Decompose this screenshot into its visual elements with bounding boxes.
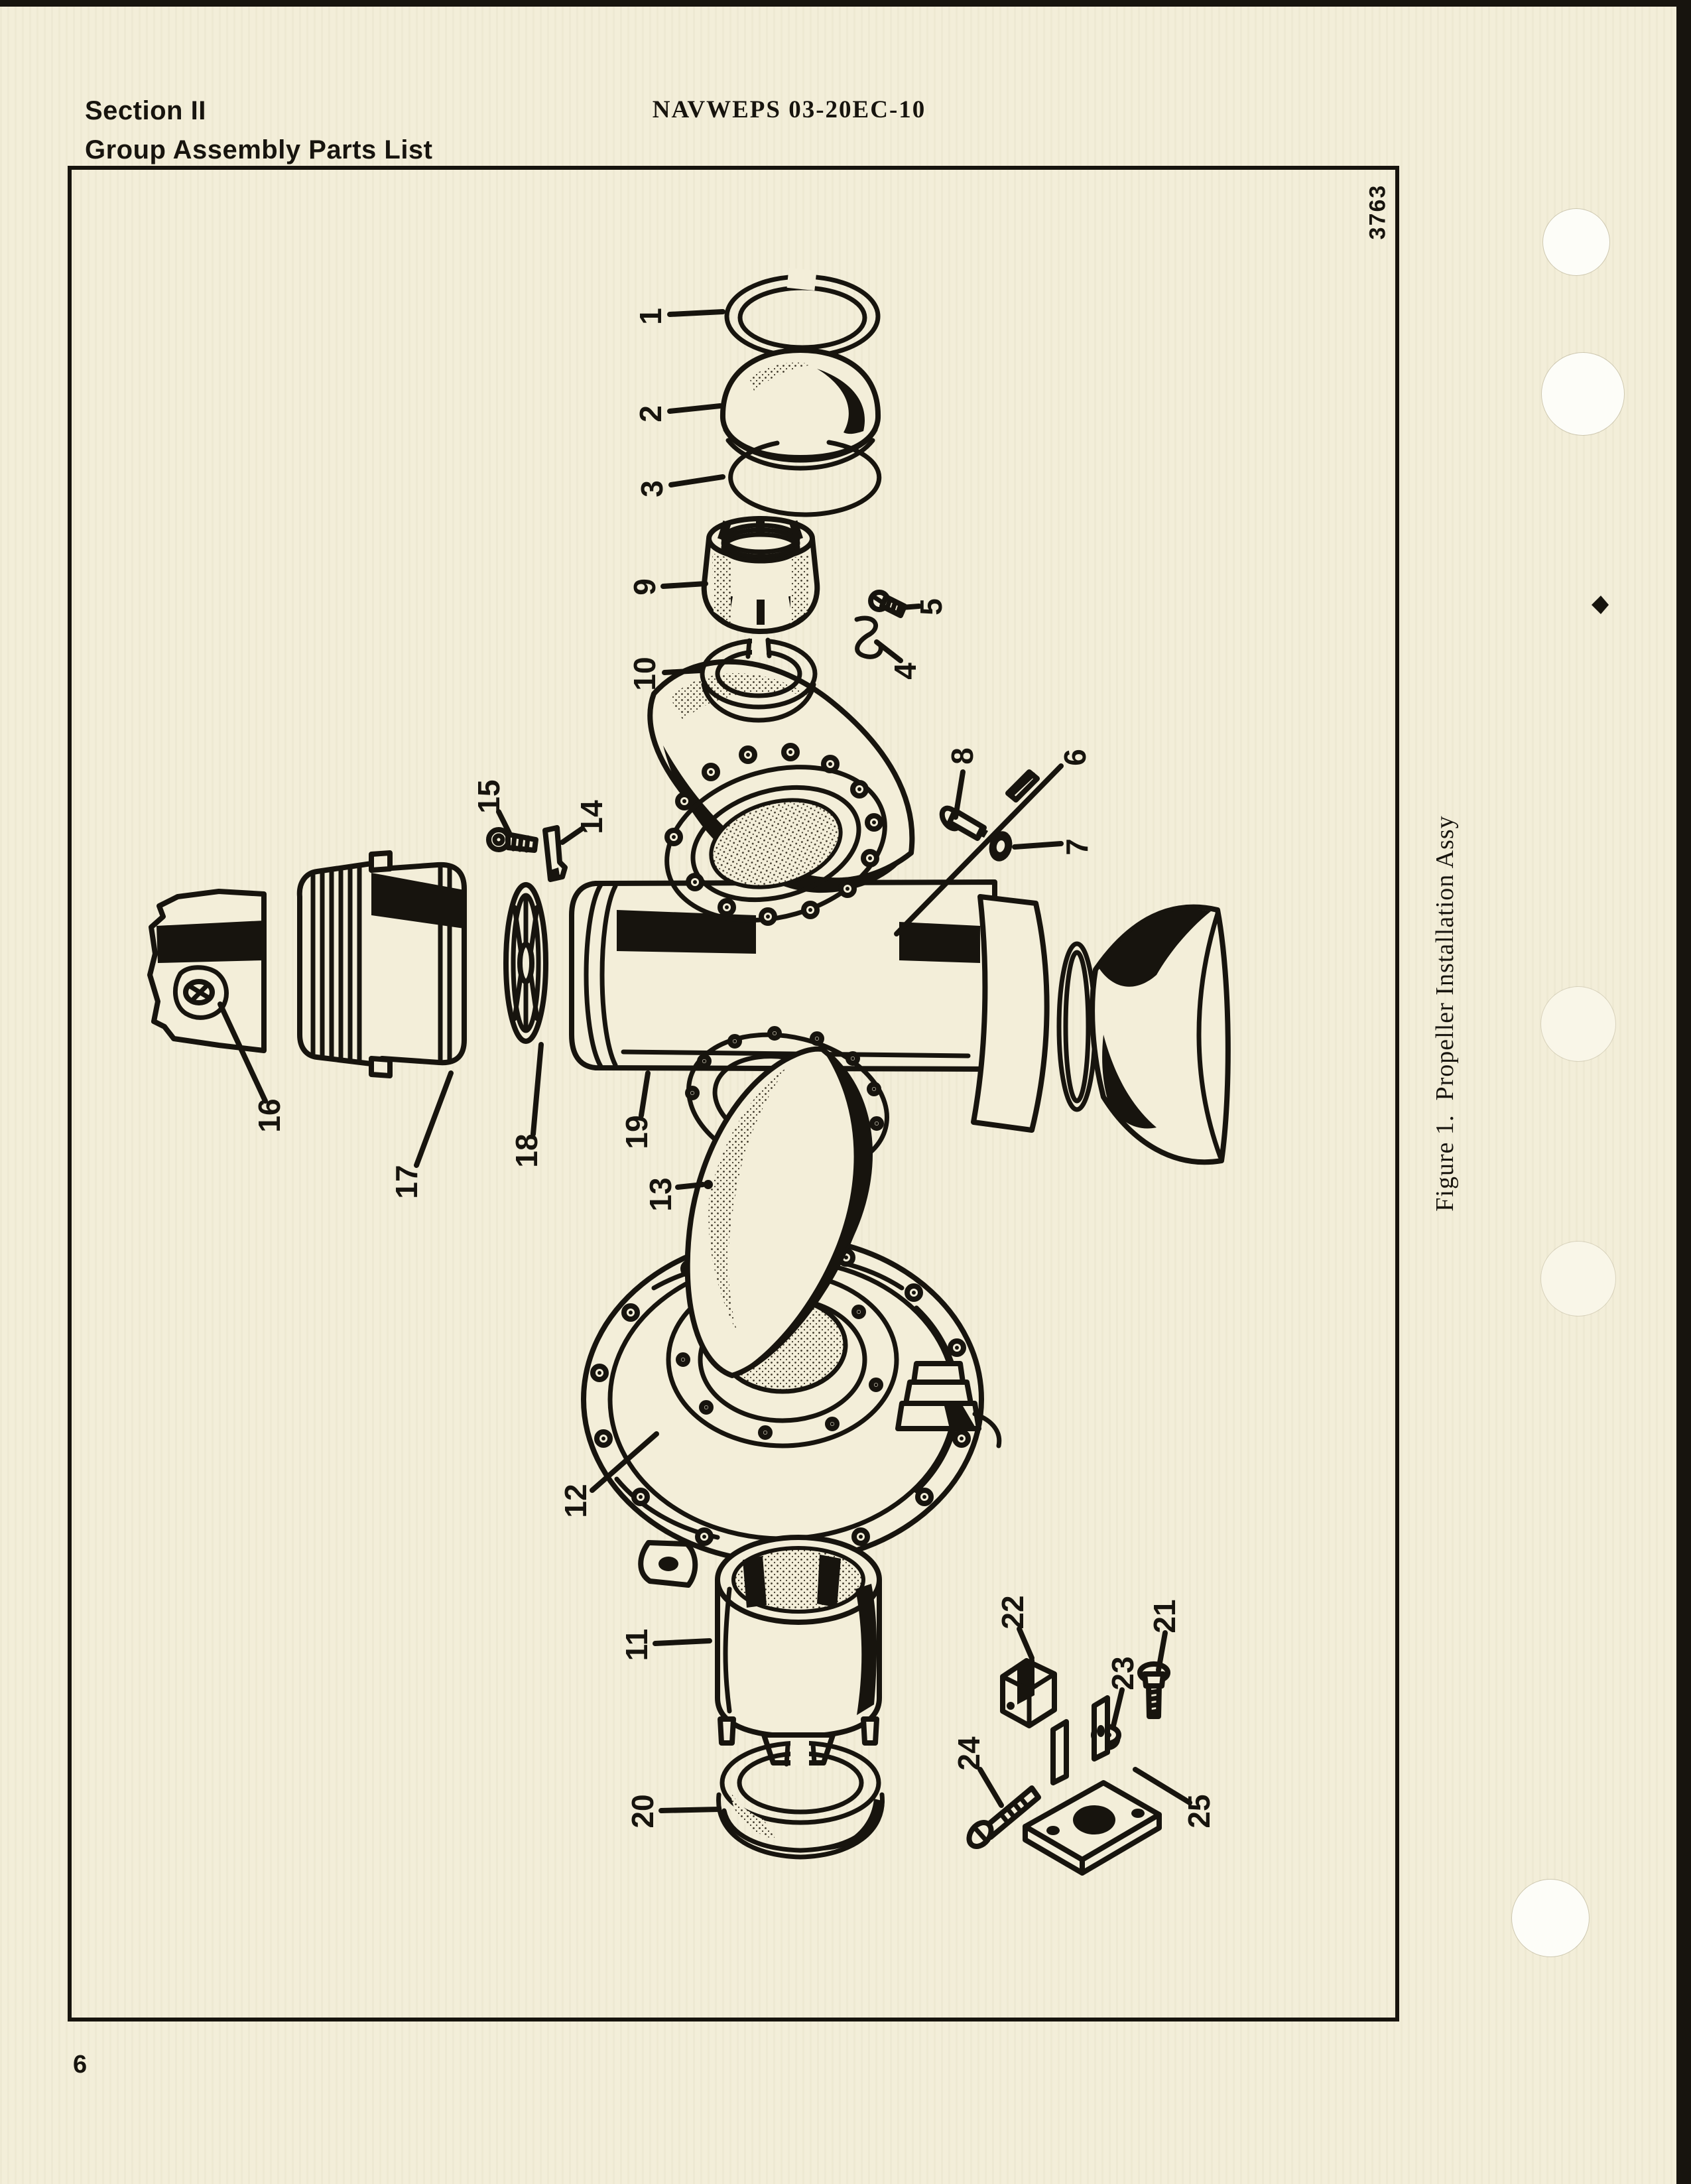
callout-number-22: 22 (995, 1595, 1030, 1629)
part-25-bracket (1023, 1695, 1162, 1876)
callout-number-11: 11 (619, 1629, 654, 1661)
part-19-hub-barrel (569, 879, 1231, 1165)
figure-border (68, 166, 1399, 2022)
part-blade-port-upper (649, 743, 887, 944)
callout-number-6: 6 (1058, 749, 1092, 766)
callout-leader-7 (1012, 841, 1064, 850)
callout-number-8: 8 (945, 747, 979, 765)
callout-number-12: 12 (558, 1484, 593, 1517)
callout-number-25: 25 (1182, 1794, 1216, 1828)
callout-number-15: 15 (471, 779, 506, 813)
callout-number-2: 2 (633, 405, 668, 422)
callout-dot-13 (704, 1180, 713, 1189)
callout-leader-11 (653, 1638, 712, 1646)
callout-leader-23 (1111, 1687, 1125, 1728)
callout-number-4: 4 (888, 663, 922, 680)
punch-hole (1542, 353, 1624, 435)
part-9-castellated-nut (701, 516, 820, 634)
section-title: Group Assembly Parts List (85, 135, 433, 164)
callout-number-10: 10 (627, 657, 662, 690)
callout-number-23: 23 (1105, 1656, 1140, 1690)
callout-number-5: 5 (914, 598, 948, 615)
callout-leader-10 (662, 668, 703, 675)
callout-number-7: 7 (1060, 838, 1094, 856)
callout-leader-21 (1156, 1630, 1168, 1673)
callout-leader-24 (977, 1767, 1004, 1808)
doc-number: NAVWEPS 03-20EC-10 (652, 96, 926, 123)
callout-number-19: 19 (619, 1115, 654, 1149)
part-16-shaft-housing (147, 889, 267, 1053)
part-8-bolt (939, 805, 988, 841)
callout-number-13: 13 (643, 1177, 678, 1211)
callout-number-18: 18 (509, 1133, 544, 1167)
part-7-washer (989, 831, 1013, 862)
callout-leader-8 (953, 769, 966, 820)
callout-leader-6 (894, 763, 1064, 936)
callout-number-17: 17 (389, 1165, 424, 1198)
part-15-screw (486, 827, 538, 853)
callout-leader-12 (590, 1431, 659, 1493)
callout-leader-15 (496, 809, 512, 836)
part-6-pin (1005, 769, 1040, 803)
callout-number-24: 24 (952, 1736, 986, 1771)
callout-leader-9 (660, 581, 708, 589)
callout-leader-25 (1133, 1767, 1192, 1805)
callout-number-3: 3 (635, 480, 669, 497)
part-3-snap-ring (728, 440, 882, 517)
punch-hole (1512, 1880, 1589, 1957)
scan-edge-top (0, 0, 1691, 7)
callout-leader-17 (414, 1070, 454, 1168)
callout-leader-22 (1017, 1626, 1034, 1661)
callout-leader-4 (874, 639, 903, 663)
callout-number-16: 16 (252, 1098, 286, 1132)
registration-mark (1592, 596, 1609, 614)
callout-leader-20 (658, 1807, 721, 1813)
part-11-sleeve (715, 1535, 882, 1766)
callout-leader-2 (667, 403, 723, 414)
part-22-clamp-block (1000, 1658, 1057, 1728)
part-14-key (542, 825, 568, 882)
part-10-split-ring (700, 635, 818, 723)
punch-hole (1541, 1242, 1615, 1316)
part-21-bolt (1137, 1661, 1170, 1719)
figure-caption: Figure 1. Propeller Installation Assy (1431, 815, 1459, 1212)
callout-number-20: 20 (625, 1794, 660, 1828)
callout-leader-16 (218, 1001, 268, 1104)
part-17-coupling (296, 850, 467, 1078)
dome-valve-fitting (895, 1361, 1002, 1448)
part-1-retaining-ring (724, 267, 881, 359)
callout-number-14: 14 (574, 800, 609, 834)
callout-leader-19 (639, 1070, 651, 1118)
punch-hole (1543, 209, 1609, 275)
callout-leader-14 (560, 826, 584, 845)
callout-leader-18 (531, 1042, 544, 1137)
callout-leader-3 (668, 474, 725, 487)
callout-number-1: 1 (633, 308, 668, 325)
callout-leader-13 (675, 1182, 706, 1190)
callout-number-21: 21 (1147, 1599, 1182, 1633)
drawing-number: 3763 (1365, 184, 1391, 240)
section-heading: Section II Group Assembly Parts List (85, 92, 433, 170)
callout-leader-5 (899, 604, 922, 610)
part-24-bolt-long (966, 1785, 1041, 1849)
part-18-spoked-disc (503, 882, 548, 1044)
scan-edge-right (1676, 0, 1691, 2184)
part-blade-lower (684, 1046, 873, 1378)
part-5-screw (868, 590, 907, 618)
part-4-cotter-hook (854, 615, 883, 659)
page-number: 6 (73, 2051, 88, 2079)
callout-leader-1 (667, 309, 725, 317)
part-20-split-cone-ring (716, 1740, 885, 1860)
section-number: Section II (85, 96, 206, 125)
callout-number-9: 9 (627, 578, 662, 596)
punch-hole (1541, 987, 1615, 1061)
